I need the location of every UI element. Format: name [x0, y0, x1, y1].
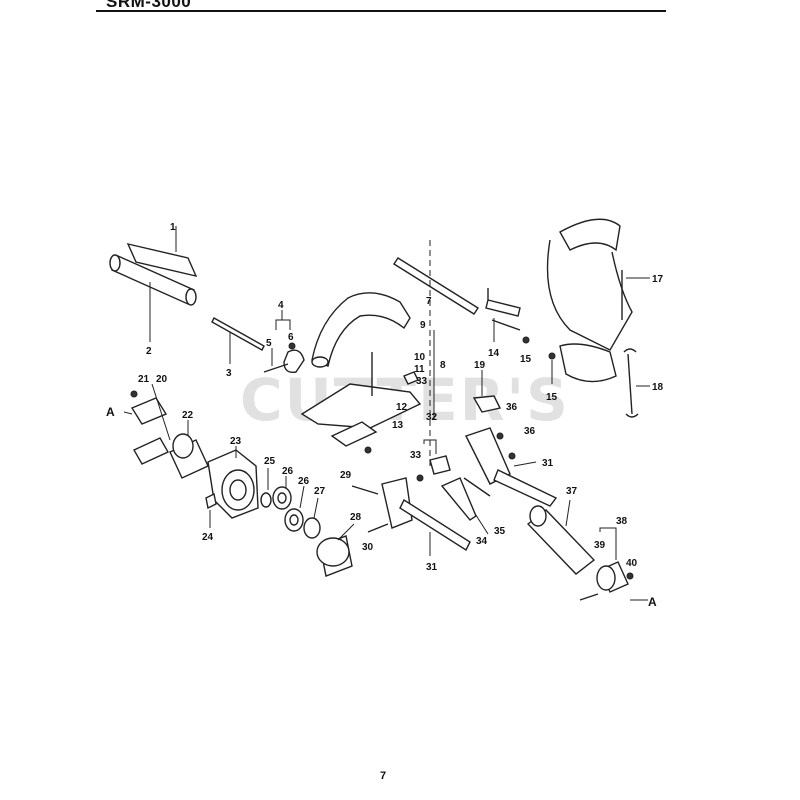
part-throttle-trigger — [416, 439, 491, 535]
callout-13: 13 — [392, 420, 404, 431]
part-gear-housing — [207, 446, 259, 519]
part-label-strip — [126, 226, 198, 278]
callout-25: 25 — [264, 456, 276, 467]
callout-26b: 26 — [298, 476, 310, 487]
callout-27: 27 — [314, 486, 326, 497]
callout-8: 8 — [440, 360, 446, 371]
callout-29: 29 — [340, 470, 352, 481]
part-switch — [472, 370, 502, 413]
part-coupling-tube — [169, 420, 209, 479]
callout-1: 1 — [170, 222, 176, 233]
reference-mark-a-left: A — [106, 405, 115, 419]
callout-26a: 26 — [282, 466, 294, 477]
callout-31a: 31 — [426, 562, 438, 573]
callout-33a: 33 — [410, 450, 422, 461]
header-rule — [96, 10, 666, 12]
callout-22: 22 — [182, 410, 194, 421]
callout-39: 39 — [594, 540, 606, 551]
page-number: 7 — [380, 770, 387, 782]
part-upper-handle — [465, 427, 558, 507]
part-bearings — [260, 468, 321, 539]
callout-11: 11 — [414, 364, 425, 375]
part-cable-bracket — [485, 288, 556, 384]
callout-37: 37 — [566, 486, 578, 497]
callout-36a: 36 — [506, 402, 518, 413]
callout-19: 19 — [474, 360, 486, 371]
callout-38: 38 — [616, 516, 628, 527]
part-shaft-tube — [109, 254, 197, 342]
part-clamp — [263, 310, 305, 373]
callout-4: 4 — [278, 300, 284, 311]
callout-34: 34 — [476, 536, 488, 547]
part-wrench — [623, 348, 650, 418]
callout-36b: 36 — [524, 426, 536, 437]
callout-23: 23 — [230, 436, 242, 447]
part-end-clamp — [579, 527, 648, 601]
callout-18: 18 — [652, 382, 664, 393]
callout-6: 6 — [288, 332, 294, 343]
model-title: SRM-3000 — [106, 0, 192, 11]
part-key — [205, 492, 217, 528]
callout-21: 21 — [138, 374, 150, 385]
part-harness — [546, 218, 650, 383]
part-handle-bracket — [300, 330, 435, 454]
part-loop-handle — [311, 292, 411, 368]
reference-mark-a-right: A — [648, 595, 657, 609]
callout-35: 35 — [494, 526, 506, 537]
part-handle-half — [351, 477, 471, 556]
callout-10: 10 — [414, 352, 426, 363]
part-long-rod — [393, 240, 479, 470]
callout-9: 9 — [420, 320, 426, 331]
callout-17: 17 — [652, 274, 664, 285]
callout-31b: 31 — [542, 458, 554, 469]
callout-14: 14 — [488, 348, 500, 359]
callout-2: 2 — [146, 346, 152, 357]
callout-33b: 33 — [416, 376, 428, 387]
callout-12: 12 — [396, 402, 408, 413]
callout-15b: 15 — [546, 392, 558, 403]
callout-24: 24 — [202, 532, 214, 543]
callout-30: 30 — [362, 542, 374, 553]
callout-32: 32 — [426, 412, 438, 423]
part-split-clamp — [123, 383, 171, 465]
callout-20: 20 — [156, 374, 168, 385]
part-grip-tube — [526, 499, 596, 575]
callout-labels: 1 2 3 4 5 6 7 8 9 10 11 12 13 14 15 15 1… — [106, 222, 664, 609]
callout-28: 28 — [350, 512, 362, 523]
part-bracket-plate — [211, 317, 265, 364]
part-blade-holder — [316, 523, 355, 577]
callout-7: 7 — [426, 296, 432, 307]
callout-15a: 15 — [520, 354, 532, 365]
callout-5: 5 — [266, 338, 272, 349]
callout-3: 3 — [226, 368, 232, 379]
callout-40: 40 — [626, 558, 638, 569]
